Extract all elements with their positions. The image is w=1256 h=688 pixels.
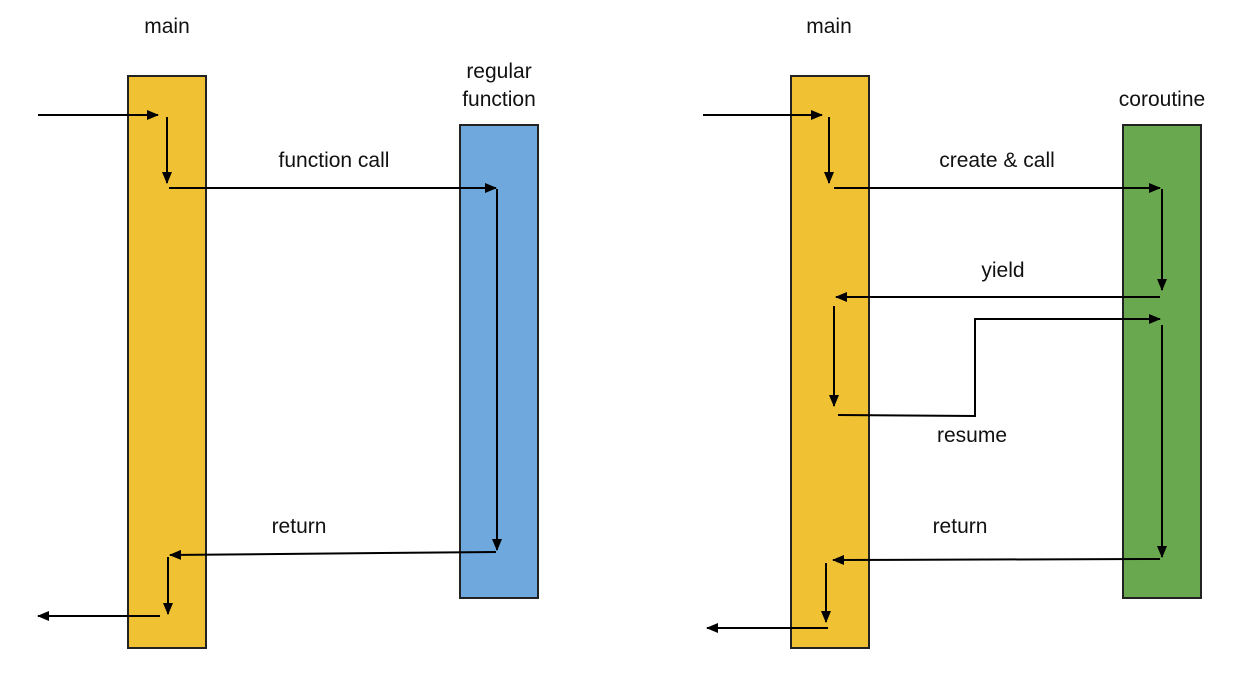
coroutine-diagram: main coroutine create & call yield resum… bbox=[703, 15, 1205, 649]
function-call-label: function call bbox=[279, 149, 390, 172]
regular-function-label-line2: function bbox=[462, 88, 536, 111]
main-label: main bbox=[144, 15, 190, 38]
return-label: return bbox=[933, 515, 988, 538]
regular-function-lifeline bbox=[459, 124, 539, 599]
return-arrow bbox=[832, 554, 1161, 565]
resume-arrow bbox=[837, 314, 1161, 418]
create-and-call-label: create & call bbox=[939, 149, 1055, 172]
regular-function-diagram: main regular function function call retu… bbox=[37, 15, 539, 649]
return-label: return bbox=[272, 515, 327, 538]
coroutine-label: coroutine bbox=[1119, 88, 1205, 111]
main-label: main bbox=[806, 15, 852, 38]
return-arrow bbox=[169, 549, 497, 560]
yield-label: yield bbox=[981, 259, 1024, 282]
regular-function-label-line1: regular bbox=[466, 60, 531, 83]
resume-label: resume bbox=[937, 424, 1007, 447]
